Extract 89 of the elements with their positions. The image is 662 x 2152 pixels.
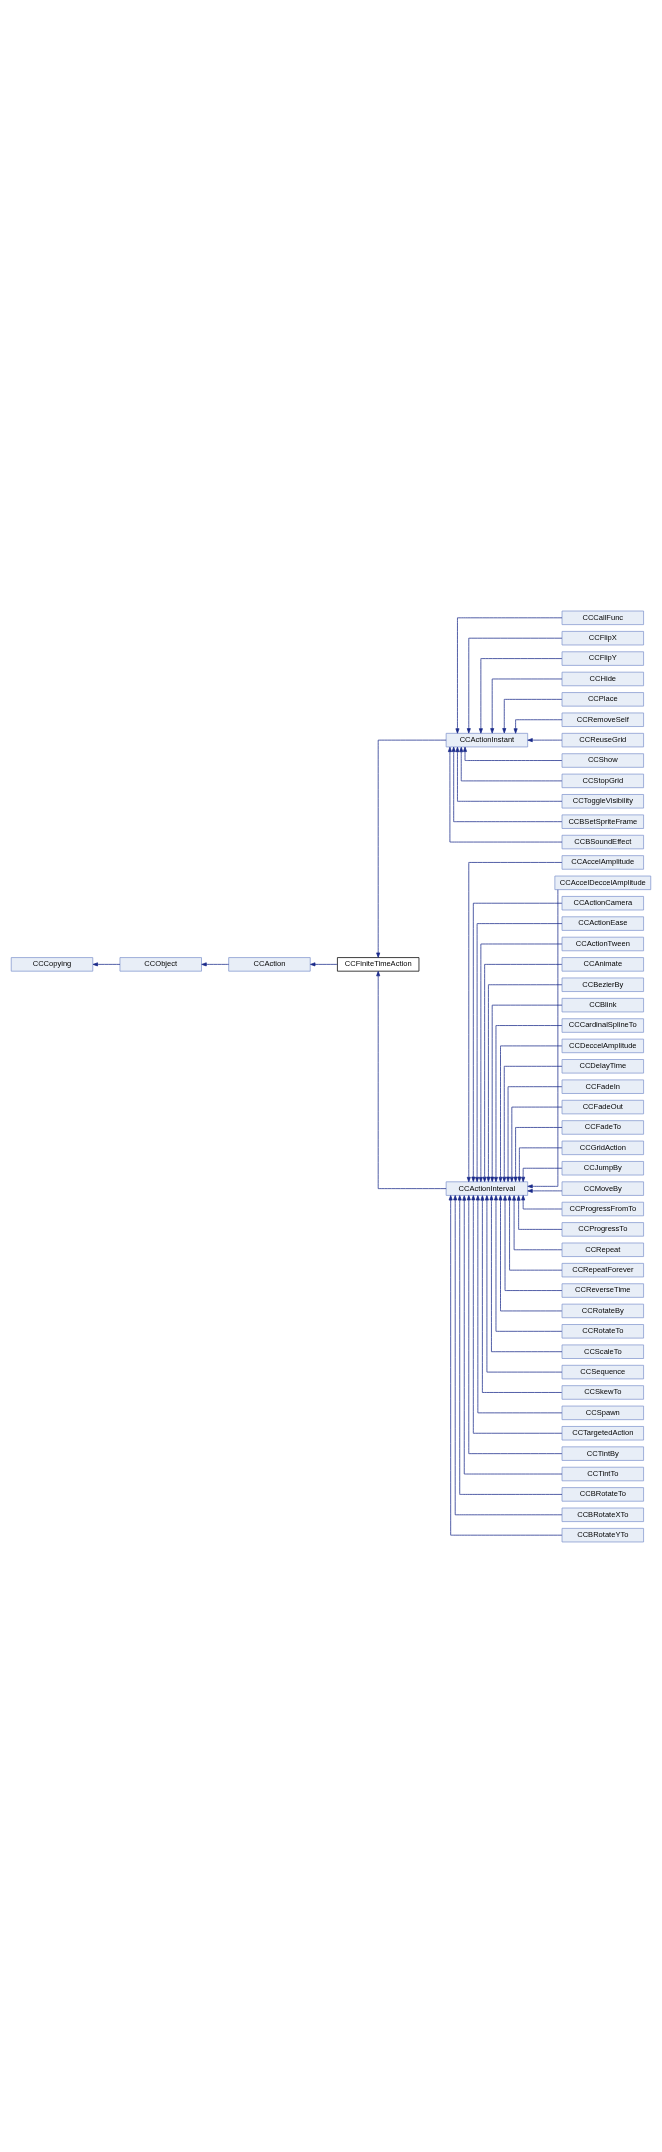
arrow [447, 746, 563, 842]
node-box: CCRepeatForever [561, 1262, 644, 1277]
arrow [502, 1065, 563, 1182]
node-box: CCFadeIn [561, 1079, 644, 1094]
arrow [478, 657, 563, 734]
node-box: CCReverseTime [561, 1282, 644, 1298]
node-box: CCObject [119, 956, 202, 972]
node-box: CCFiniteTimeAction [337, 956, 420, 972]
node-box: CCProgressFromTo [561, 1201, 644, 1216]
node-box: CCBRotateTo [561, 1486, 644, 1502]
arrow [376, 970, 447, 1189]
node-box: CCBRotateXTo [561, 1507, 644, 1522]
arrow [490, 678, 563, 733]
node-box: CCActionInterval [445, 1180, 529, 1196]
arrow [494, 1194, 563, 1332]
arrow [521, 1167, 563, 1182]
node-box: CCActionCamera [561, 895, 644, 910]
node-box: CCToggleVisibility [561, 793, 644, 808]
arrow [463, 746, 563, 761]
arrow [376, 739, 447, 958]
node-box: CCMoveBy [561, 1180, 644, 1196]
node-box: CCCallFunc [561, 610, 644, 625]
arrow [527, 737, 563, 742]
node-box: CCProgressTo [561, 1221, 644, 1237]
node-box: CCSequence [561, 1364, 644, 1379]
arrow [521, 1194, 563, 1209]
arrow [92, 961, 121, 966]
node-box: CCSkewTo [561, 1384, 644, 1400]
node-box: CCAction [228, 956, 311, 972]
node-box: CCFlipX [561, 630, 644, 645]
arrow [513, 1126, 563, 1182]
node-box: CCAccelDeccelAmplitude [554, 875, 652, 890]
node-box: CCRotateBy [561, 1303, 644, 1318]
node-box: CCActionEase [561, 915, 644, 931]
node-box: CCJumpBy [561, 1160, 644, 1175]
node-box: CCCardinalSplineTo [561, 1017, 644, 1033]
arrow [310, 961, 338, 966]
arrow [512, 1194, 563, 1250]
node-box: CCDelayTime [561, 1058, 644, 1073]
arrow [502, 698, 563, 733]
arrow [516, 1194, 563, 1230]
node-box: CCCopying [10, 956, 94, 972]
node-box: CCFadeTo [561, 1119, 644, 1135]
node-box: CCBRotateYTo [561, 1527, 644, 1542]
node-box: CCShow [561, 752, 644, 768]
node-box: CCBSoundEffect [561, 834, 644, 849]
node-box: CCPlace [561, 691, 644, 707]
node-box: CCTintTo [561, 1466, 644, 1481]
arrow [459, 746, 563, 781]
node-box: CCAccelAmplitude [561, 854, 644, 870]
arrow [455, 746, 563, 802]
node-box: CCFlipY [561, 650, 644, 666]
arrow [517, 1146, 563, 1182]
arrow [494, 1024, 563, 1182]
node-box: CCBlink [561, 997, 644, 1012]
node-box: CCRepeat [561, 1242, 644, 1257]
node-box: CCRotateTo [561, 1323, 644, 1338]
arrow [509, 1106, 563, 1182]
node-box: CCReuseGrid [561, 732, 644, 747]
node-box: CCGridAction [561, 1140, 644, 1155]
node-box: CCTintBy [561, 1445, 644, 1461]
arrow [466, 637, 563, 733]
arrow [498, 1194, 563, 1311]
arrow [466, 861, 563, 1182]
node-box: CCBezierBy [561, 977, 644, 992]
node-box: CCStopGrid [561, 773, 644, 788]
node-box: CCBSetSpriteFrame [561, 814, 644, 829]
node-box: CCScaleTo [561, 1344, 644, 1359]
node-box: CCRemoveSelf [561, 712, 644, 727]
node-box: CCSpawn [561, 1405, 644, 1420]
arrow [527, 888, 559, 1188]
arrow [490, 1004, 563, 1182]
node-box: CCAnimate [561, 956, 644, 972]
node-box: CCActionInstant [445, 732, 529, 747]
arrow [527, 1188, 563, 1193]
arrow [506, 1085, 563, 1182]
node-box: CCHide [561, 671, 644, 686]
arrow [489, 1194, 563, 1352]
arrow [455, 616, 563, 734]
arrow [451, 746, 563, 822]
arrow [507, 1194, 563, 1271]
node-box: CCFadeOut [561, 1099, 644, 1114]
arrow [498, 1045, 563, 1182]
node-box: CCDeccelAmplitude [561, 1038, 644, 1053]
node-box: CCTargetedAction [561, 1425, 644, 1440]
node-box: CCActionTween [561, 936, 644, 951]
arrow [201, 961, 230, 966]
arrow [513, 718, 563, 734]
arrow [503, 1194, 563, 1291]
